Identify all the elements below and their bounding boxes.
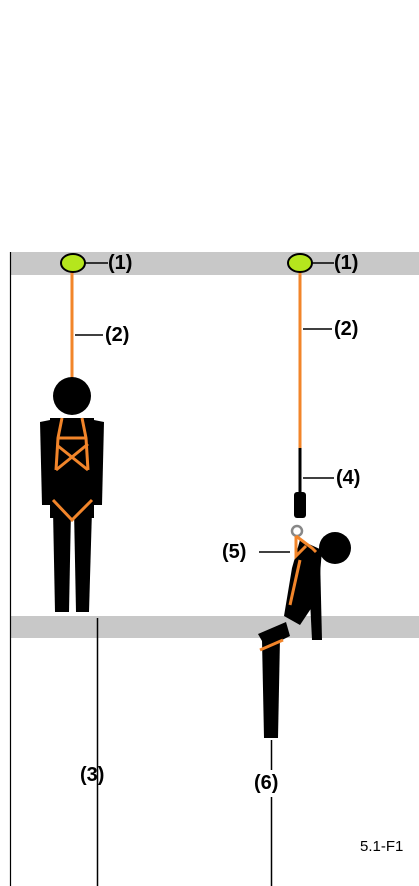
top-beam (10, 252, 419, 275)
dorsal-ring-icon (290, 524, 304, 538)
label-clearance-standing: (3) (80, 764, 105, 786)
anchor-point-icon (60, 253, 86, 273)
floor-beam (10, 616, 419, 638)
label-anchor-right: (1) (334, 252, 359, 274)
label-lanyard-left: (2) (105, 324, 130, 346)
label-clearance-fall: (6) (254, 772, 279, 794)
standing-worker-icon (40, 377, 104, 612)
anchor-point-icon (287, 253, 313, 273)
figure-id: 5.1-F1 (360, 838, 404, 855)
energy-absorber-icon (294, 448, 306, 518)
label-anchor-left: (1) (108, 252, 133, 274)
fallen-worker-icon (258, 532, 351, 738)
label-lanyard-right: (2) (334, 318, 359, 340)
label-dorsal-ring: (5) (222, 541, 247, 563)
label-absorber: (4) (336, 467, 361, 489)
